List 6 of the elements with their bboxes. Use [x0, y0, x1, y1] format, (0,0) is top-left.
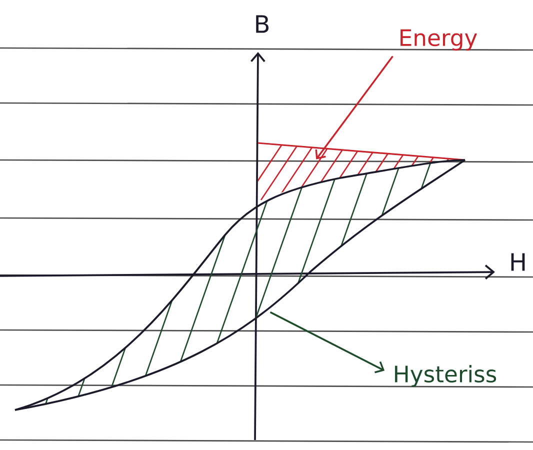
annotation-text: Hysteriss [395, 365, 496, 387]
leader-line [315, 56, 394, 160]
leader-line [270, 311, 385, 374]
axis-label: B [256, 15, 269, 33]
annotation-text: Energy [400, 29, 477, 51]
axis-label: H [511, 253, 525, 271]
